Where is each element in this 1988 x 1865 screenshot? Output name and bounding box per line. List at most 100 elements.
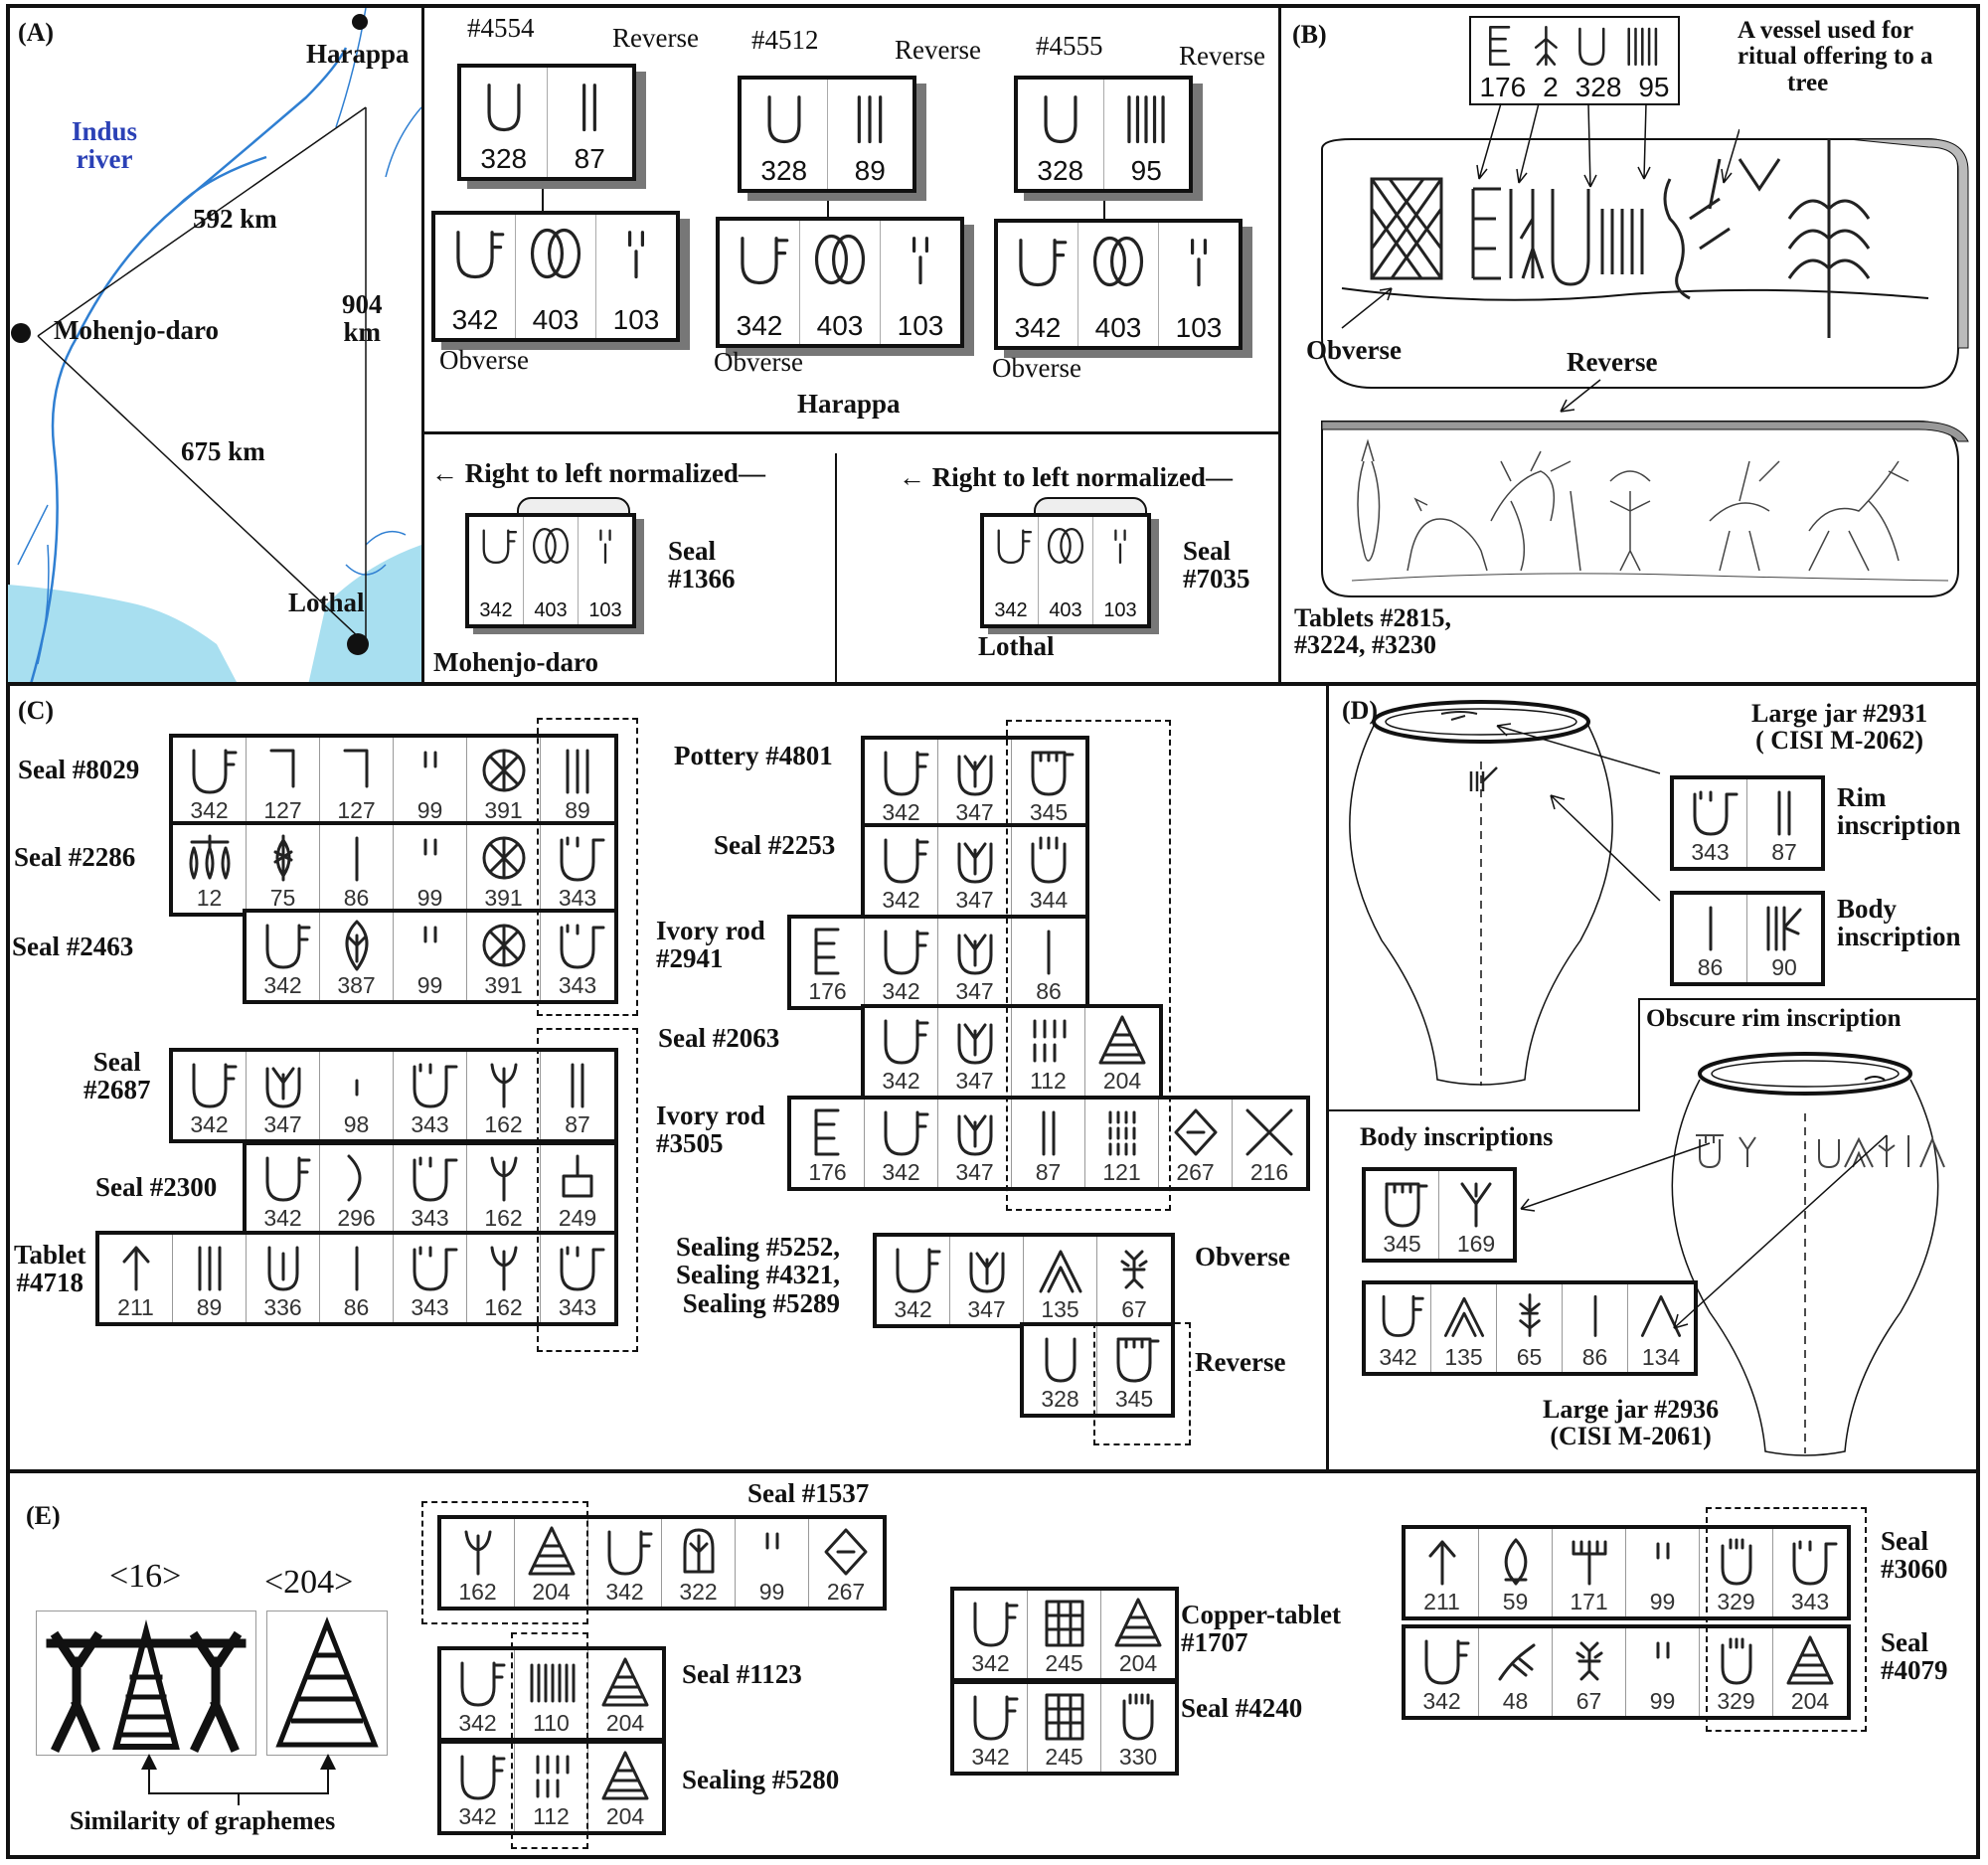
sign-number: 343 <box>1790 1589 1830 1614</box>
sign-176-icon <box>814 928 840 975</box>
sign-cell: 99 <box>394 825 467 913</box>
sign-number: 67 <box>1121 1296 1147 1322</box>
ivory-rod-3505-label: Ivory rod#3505 <box>656 1101 765 1159</box>
grapheme-16-label: <16> <box>109 1558 182 1595</box>
sign-number: 345 <box>1114 1386 1154 1412</box>
sign-342-icon <box>973 1602 1019 1647</box>
dash-box-c1 <box>537 718 638 1016</box>
sign-number: 204 <box>1102 1068 1142 1094</box>
jar-2931-label: Large jar #2931( CISI M-2062) <box>1751 699 1928 756</box>
sign-cell: 86 <box>1012 919 1085 1006</box>
sign-cell: 267 <box>809 1519 883 1607</box>
grapheme-204-label: <204> <box>264 1564 354 1601</box>
sign-number: 176 <box>808 1159 847 1185</box>
sign-176-icon <box>814 1108 840 1156</box>
divider-a-mid-v <box>835 453 837 684</box>
sign-number: 391 <box>484 885 523 911</box>
sign-number: 342 <box>882 978 920 1004</box>
sign-387-icon <box>345 920 369 971</box>
sign-343-icon <box>413 1246 458 1291</box>
sign-number: 387 <box>337 972 376 998</box>
sign-204-icon <box>601 1751 649 1800</box>
sign-162-icon <box>490 1156 518 1202</box>
lothal-caption: Lothal <box>978 631 1055 661</box>
arrows-b <box>1476 102 1740 188</box>
sign-cell: 329 <box>1700 1529 1773 1616</box>
reverse-label-1: Reverse <box>612 23 699 53</box>
header-num-95: 95 <box>1638 72 1670 102</box>
tablet-4512-reverse: 328 89 <box>738 76 916 193</box>
sign-cell: 86 <box>320 1235 394 1322</box>
sign-cell: 345 <box>1097 1326 1171 1414</box>
copper-tablet-label: Copper-tablet#1707 <box>1181 1600 1341 1658</box>
sign-cell: 99 <box>394 738 467 825</box>
divider-d-inner-h2 <box>1328 1109 1640 1111</box>
lothal-label: Lothal <box>288 588 365 617</box>
sign-number: 89 <box>565 797 590 823</box>
sign-cell: 391 <box>467 913 541 1000</box>
tablet-id-4555: #4555 <box>1036 31 1103 61</box>
sign-343-icon <box>413 1063 458 1108</box>
sign-342-icon <box>607 1530 653 1576</box>
sign-number: 343 <box>411 1111 449 1137</box>
sign-cell: 112 <box>1012 1008 1085 1096</box>
sign-cell: 162 <box>441 1519 515 1607</box>
sign-67-icon <box>1575 1641 1603 1681</box>
mohenjo-label: Mohenjo-daro <box>54 315 219 345</box>
sign-cell: 67 <box>1553 1628 1626 1716</box>
sign-343-icon <box>413 1156 458 1202</box>
tablet-reverse-drawing <box>1321 421 1969 597</box>
sign-86-icon <box>355 836 359 882</box>
sign-number: 347 <box>967 1296 1006 1322</box>
sign-number: 342 <box>882 887 920 913</box>
tablet-4512-obverse: 342 403 103 <box>716 217 964 348</box>
arrows-d <box>1496 723 1661 902</box>
sign-number: 342 <box>263 972 302 998</box>
sign-cell: 342 <box>173 738 247 825</box>
sign-number: 343 <box>411 1294 449 1320</box>
seal-4240-label: Seal #4240 <box>1181 1693 1303 1723</box>
sign-342-icon <box>884 930 929 975</box>
dash-box-c4 <box>1093 1322 1191 1445</box>
sign-342-icon <box>192 749 238 794</box>
sign-number: 329 <box>1717 1589 1755 1614</box>
sign-cell: 162 <box>467 1235 541 1322</box>
sign-169-icon <box>1460 1182 1492 1228</box>
panel-label-e: (E) <box>26 1501 61 1530</box>
sign-cell: 169 <box>1439 1171 1513 1259</box>
sign-cell: 75 <box>247 825 320 913</box>
sign-12-icon <box>189 834 231 880</box>
tablet-4554-reverse: 328 87 <box>457 64 636 181</box>
sign-number: 112 <box>533 1803 570 1829</box>
sign-cell: 296 <box>320 1145 394 1233</box>
sign-number: 162 <box>458 1579 497 1605</box>
sign-number: 345 <box>1383 1231 1421 1257</box>
seal-4079-label: Seal#4079 <box>1881 1627 1948 1686</box>
sign-number: 87 <box>1035 1159 1062 1185</box>
sign-127-icon <box>343 749 369 788</box>
sign-cell: 162 <box>467 1145 541 1233</box>
tablet-id-4512: #4512 <box>751 25 819 55</box>
sign-number: 87 <box>565 1111 590 1137</box>
sign-cell: 387 <box>320 913 394 1000</box>
sign-cell: 342 <box>865 740 938 827</box>
sign-number: 328 <box>1041 1386 1079 1412</box>
sign-336-icon <box>267 1246 299 1291</box>
sign-cell: 342 <box>1366 1284 1431 1372</box>
sign-296-icon <box>347 1154 362 1202</box>
sign-342-icon <box>884 838 929 884</box>
sign-cell: 127 <box>247 738 320 825</box>
sign-number: 110 <box>533 1710 570 1736</box>
sign-number: 216 <box>1249 1159 1289 1185</box>
sign-cell: 347 <box>938 1100 1012 1187</box>
sign-328-icon <box>1045 1337 1077 1383</box>
sign-cell: 391 <box>467 825 541 913</box>
sign-347-icon <box>957 1023 993 1065</box>
